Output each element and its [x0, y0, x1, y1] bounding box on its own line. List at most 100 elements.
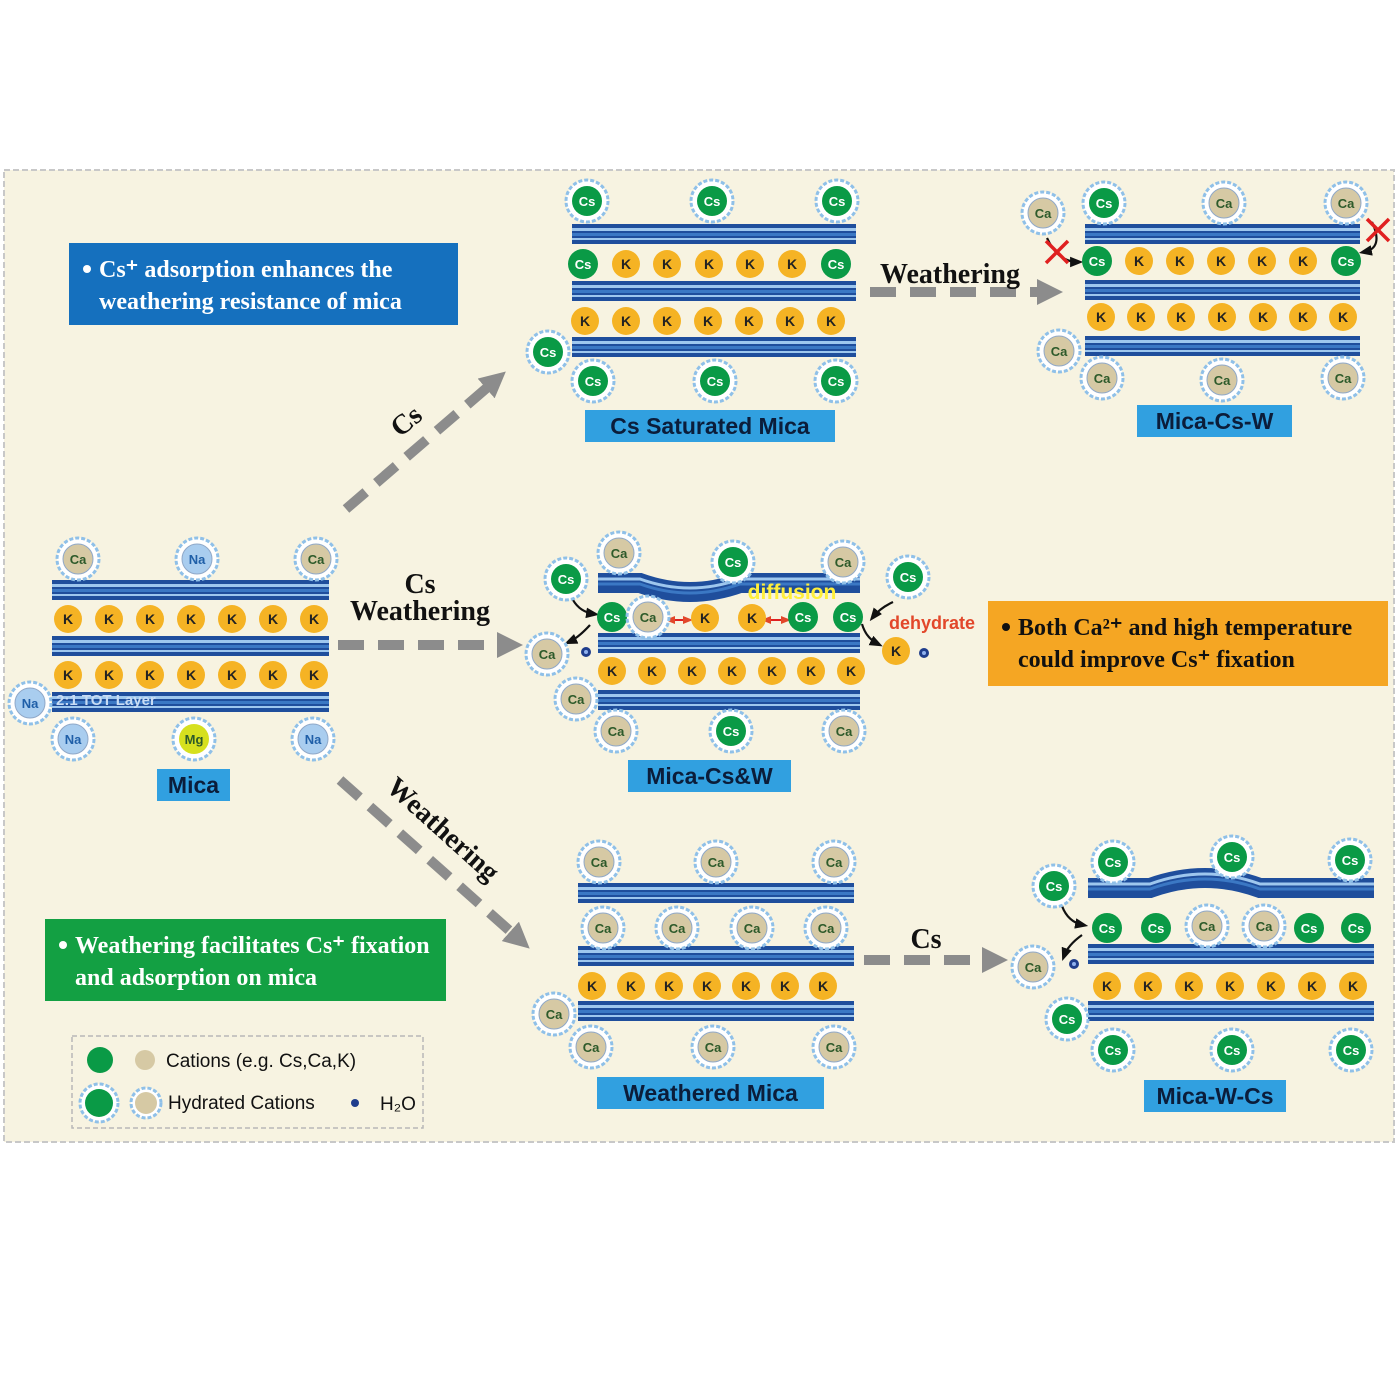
svg-text:Mica-Cs-W: Mica-Cs-W: [1156, 408, 1274, 434]
k-ion: K: [735, 307, 763, 335]
ca-ion-hydrated: Ca: [811, 1024, 857, 1070]
mica-cs-w-tot-layer-1: [1085, 224, 1360, 244]
ca-ion-hydrated: Ca: [1184, 903, 1230, 949]
ca-release-arrow: [1061, 934, 1083, 961]
svg-text:Ca: Ca: [595, 921, 612, 936]
cs-ion-hydrated: Cs: [564, 178, 610, 224]
arrow-weathering: [336, 776, 530, 949]
svg-text:Cs: Cs: [1348, 921, 1365, 936]
ca-ion-hydrated: Ca: [593, 708, 639, 754]
svg-text:K: K: [145, 611, 155, 627]
k-ion: K: [1134, 972, 1162, 1000]
svg-text:K: K: [607, 663, 617, 679]
k-ion: K: [177, 605, 205, 633]
cs-ion: Cs: [597, 602, 627, 632]
svg-text:Ca: Ca: [1256, 919, 1273, 934]
k-ion: K: [1289, 303, 1317, 331]
svg-text:Cs: Cs: [828, 257, 845, 272]
hydrated-release-arrow: [564, 624, 591, 645]
svg-text:K: K: [1102, 978, 1112, 994]
k-ion: K: [738, 604, 766, 632]
svg-text:K: K: [664, 978, 674, 994]
k-ion: K: [1289, 247, 1317, 275]
svg-text:Cs: Cs: [540, 345, 557, 360]
svg-text:could improve Cs⁺ fixation: could improve Cs⁺ fixation: [1018, 647, 1295, 673]
cs-saturated-tot-layer-1: [572, 224, 856, 244]
k-ion: K: [691, 604, 719, 632]
k-ion: K: [1127, 303, 1155, 331]
svg-text:Ca: Ca: [70, 552, 87, 567]
k-ion: K: [218, 605, 246, 633]
svg-text:K: K: [268, 611, 278, 627]
water-molecule: [1069, 959, 1079, 969]
cs-ion: Cs: [788, 602, 818, 632]
svg-text:K: K: [700, 610, 710, 626]
cs-ion-hydrated: Cs: [1328, 1027, 1374, 1073]
svg-text:Cs: Cs: [1099, 921, 1116, 936]
k-ion: K: [817, 307, 845, 335]
k-ion: K: [882, 637, 910, 665]
ca-ion-hydrated: Ca: [596, 530, 642, 576]
ca-ion-hydrated: Ca: [553, 676, 599, 722]
arrow-label-cs-bottom: Cs: [910, 924, 941, 955]
ca-ion-hydrated: Ca: [524, 631, 570, 677]
svg-text:K: K: [1184, 978, 1194, 994]
svg-text:Weathered Mica: Weathered Mica: [623, 1080, 798, 1106]
svg-text:K: K: [846, 663, 856, 679]
structure-label-mica_w_cs: Mica-W-Cs: [1144, 1080, 1286, 1112]
cs-ion-hydrated: Cs: [1209, 1027, 1255, 1073]
svg-text:Cs: Cs: [1301, 921, 1318, 936]
k-ion: K: [797, 657, 825, 685]
ca-ion-hydrated: Ca: [803, 905, 849, 951]
arrow-label-cs-middle: Cs: [404, 569, 435, 600]
ca-ion-hydrated: Ca: [1036, 328, 1082, 374]
k-ion: K: [218, 661, 246, 689]
cs-ion-hydrated: Cs: [1209, 834, 1255, 880]
svg-text:K: K: [104, 667, 114, 683]
svg-text:K: K: [687, 663, 697, 679]
cs-ion-hydrated: Cs: [1044, 996, 1090, 1042]
diffusion-annotation: diffusion: [748, 581, 837, 604]
svg-text:K: K: [1134, 253, 1144, 269]
k-ion: K: [259, 661, 287, 689]
svg-text:K: K: [268, 667, 278, 683]
svg-text:K: K: [587, 978, 597, 994]
cs-ion: Cs: [821, 249, 851, 279]
svg-text:Ca: Ca: [1335, 371, 1352, 386]
svg-text:K: K: [63, 667, 73, 683]
svg-text:K: K: [186, 611, 196, 627]
svg-text:Ca: Ca: [836, 724, 853, 739]
k-ion: K: [300, 661, 328, 689]
legend-hydrated-tan-swatch: [135, 1092, 157, 1114]
svg-text:Ca: Ca: [744, 921, 761, 936]
ca-ion-hydrated: Ca: [1079, 355, 1125, 401]
svg-text:Ca: Ca: [1338, 196, 1355, 211]
blocked-mark: [1365, 217, 1391, 243]
k-ion: K: [612, 250, 640, 278]
svg-text:K: K: [1298, 253, 1308, 269]
legend-water-swatch: [351, 1099, 359, 1107]
k-ion: K: [1208, 303, 1236, 331]
k-ion: K: [1216, 972, 1244, 1000]
ca-ion-hydrated: Ca: [821, 708, 867, 754]
k-ion: K: [837, 657, 865, 685]
svg-text:K: K: [647, 663, 657, 679]
legend-water-label: H₂O: [380, 1094, 416, 1115]
svg-text:Ca: Ca: [1094, 371, 1111, 386]
svg-text:Ca: Ca: [835, 555, 852, 570]
svg-text:Cs: Cs: [704, 194, 721, 209]
svg-text:K: K: [227, 667, 237, 683]
ca-ion-hydrated: Ca: [625, 594, 671, 640]
na-ion-hydrated: Na: [50, 716, 96, 762]
k-ion: K: [1248, 247, 1276, 275]
structure-label-mica_cs_w: Mica-Cs-W: [1137, 405, 1292, 437]
svg-text:K: K: [703, 313, 713, 329]
cs-ion-hydrated: Cs: [689, 178, 735, 224]
svg-text:and adsorption on mica: and adsorption on mica: [75, 965, 317, 991]
cs-ion-hydrated: Cs: [692, 358, 738, 404]
mg-ion-hydrated: Mg: [171, 716, 217, 762]
ca-ion-hydrated: Ca: [576, 839, 622, 885]
svg-text:K: K: [1348, 978, 1358, 994]
k-ion: K: [617, 972, 645, 1000]
